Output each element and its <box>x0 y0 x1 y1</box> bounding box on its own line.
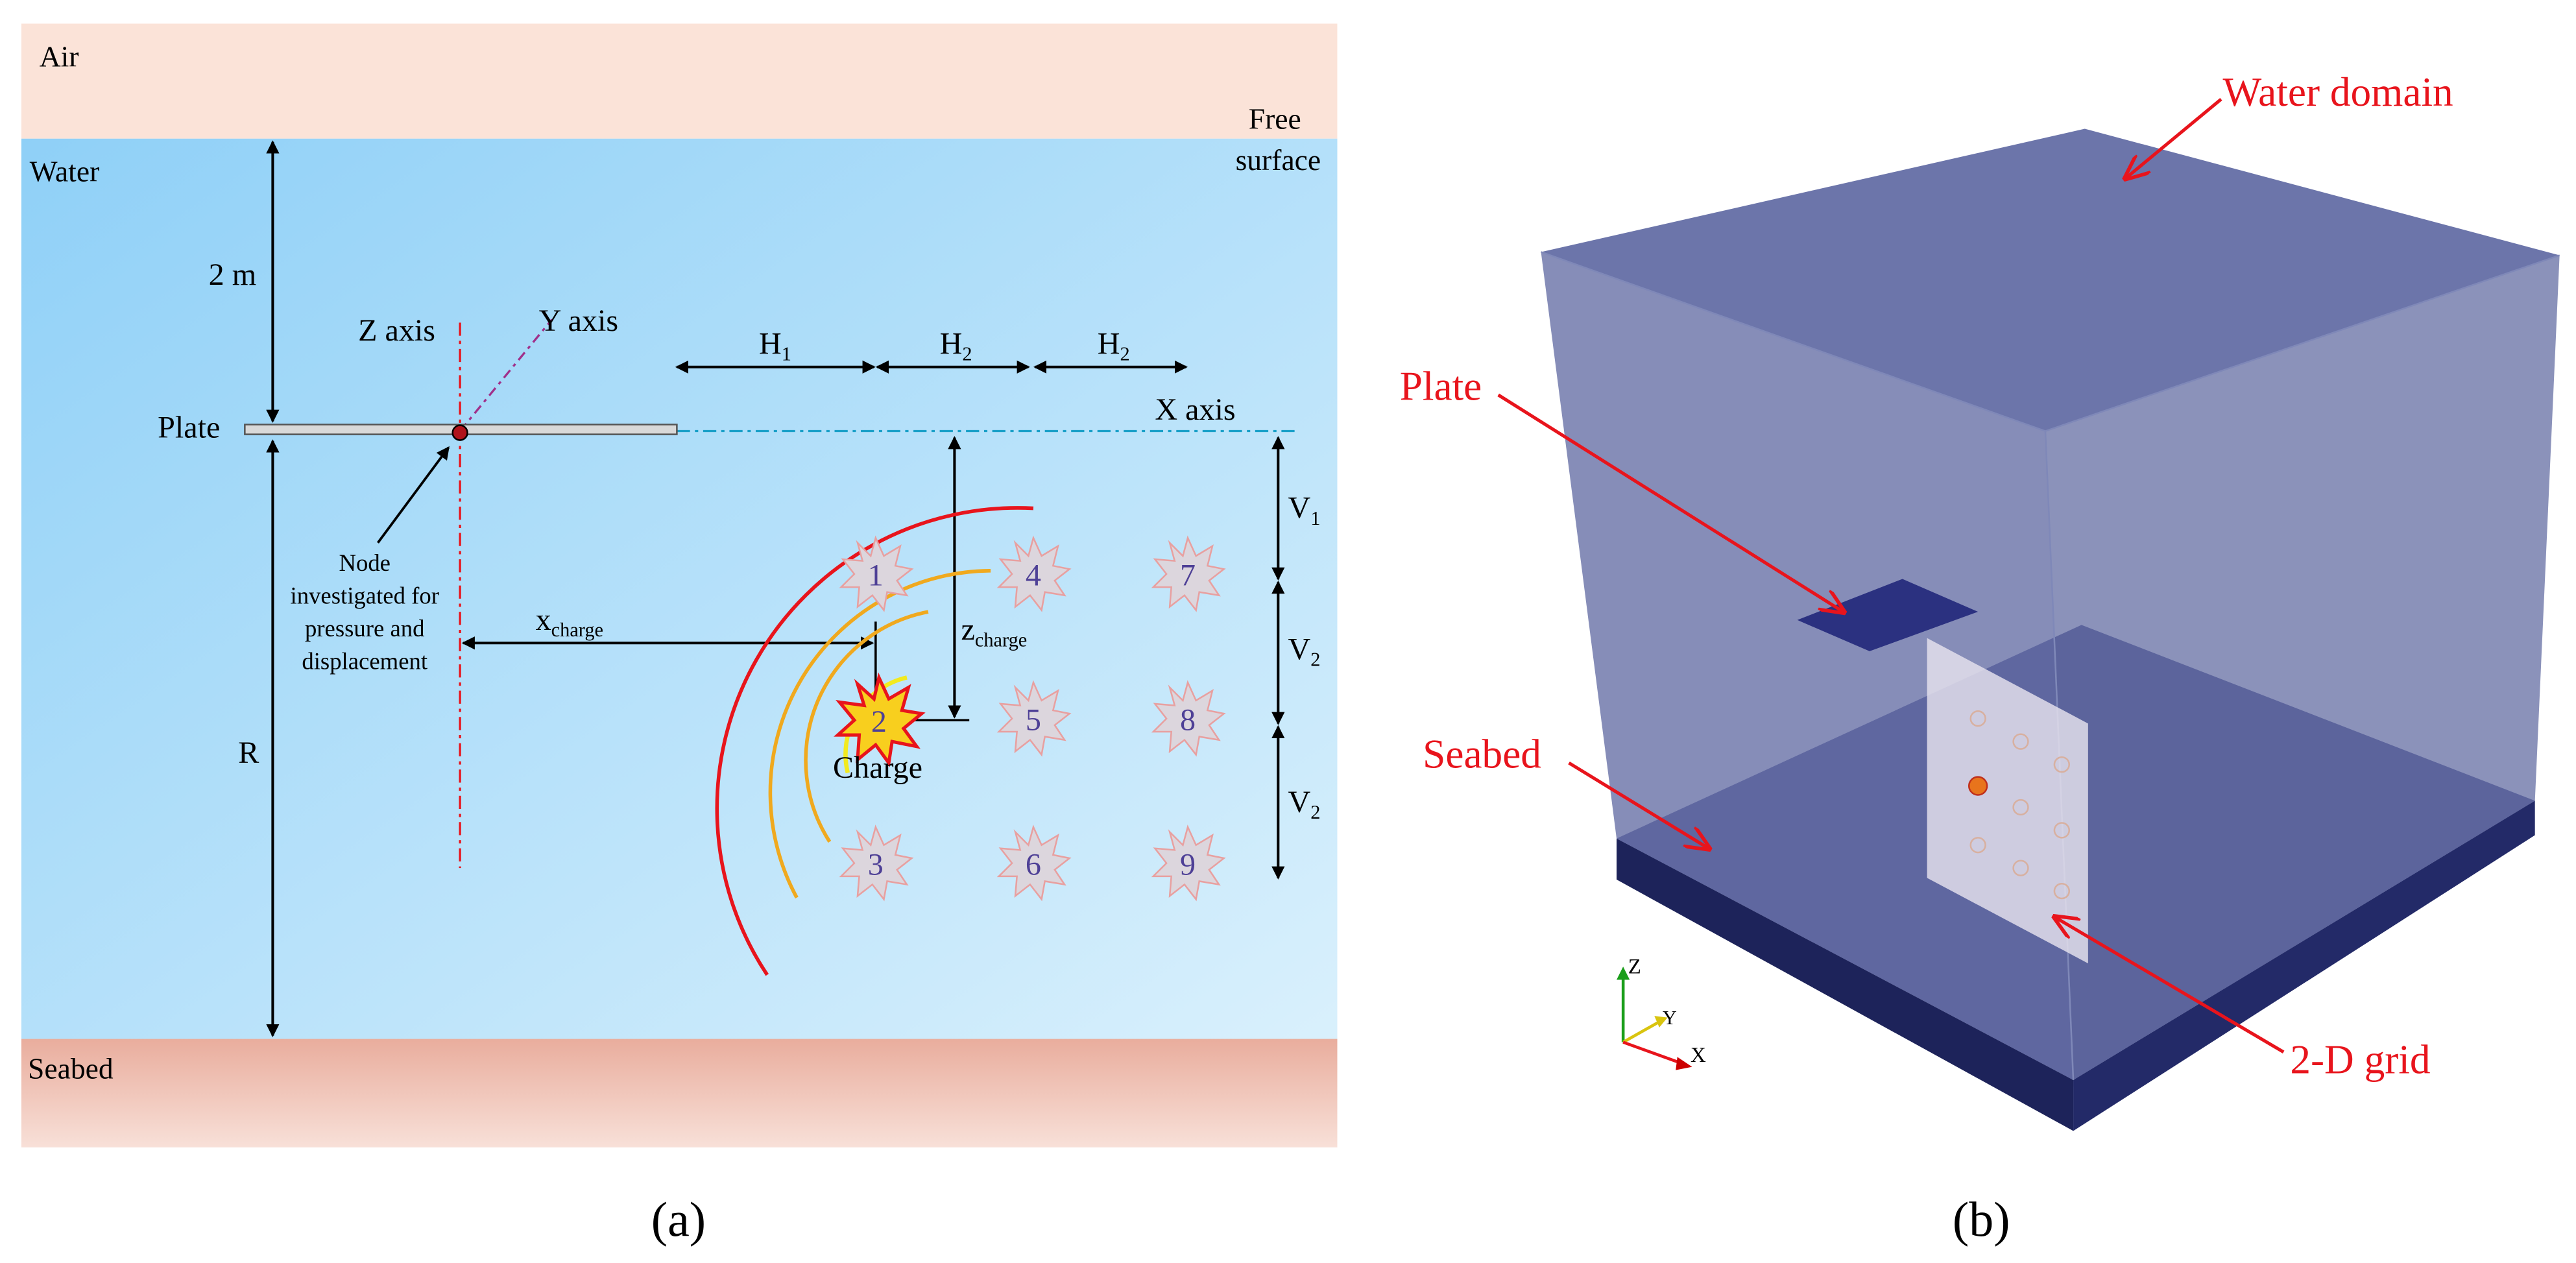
panel-b: Water domain Plate Seabed 2-D grid Z Y X… <box>1400 69 2560 1247</box>
explosion-burst <box>833 672 926 767</box>
plate-arrow <box>1497 393 1844 612</box>
h1-label: H1 <box>759 327 791 365</box>
star-burst <box>1151 535 1226 612</box>
position-number: 8 <box>1180 703 1196 737</box>
seabed-arrow <box>1568 761 1709 848</box>
charge-position-9: 9 <box>1151 824 1226 902</box>
triad-x-label: X <box>1691 1044 1706 1067</box>
position-number: 4 <box>1026 559 1041 593</box>
charge-position-4: 4 <box>996 535 1072 612</box>
charge-position-7: 7 <box>1151 535 1226 612</box>
water-region <box>21 138 1338 1039</box>
y-axis-label: Y axis <box>539 304 618 338</box>
water-domain-arrow <box>2126 98 2222 178</box>
charge-position-2: 2 <box>833 672 926 767</box>
grid-points <box>1969 710 2070 900</box>
z-charge-label: zcharge <box>961 612 1028 651</box>
triad-z-arrow-icon <box>1617 967 1630 980</box>
air-region <box>21 23 1338 139</box>
triad-y-arrow-icon <box>1654 1016 1668 1028</box>
charge-position-5: 5 <box>996 680 1072 757</box>
z-axis-label: Z axis <box>358 313 435 348</box>
r-label: R <box>238 736 259 770</box>
plate-label-b: Plate <box>1400 363 1482 409</box>
charge-position-6: 6 <box>996 824 1072 902</box>
shock-front-3 <box>768 569 991 899</box>
triad-y-axis <box>1622 1019 1662 1044</box>
node-note-4: displacement <box>302 648 427 675</box>
position-number: 3 <box>868 847 884 882</box>
plate-shape <box>1797 579 1979 651</box>
triad-x-arrow-icon <box>1676 1057 1692 1070</box>
depth-label: 2 m <box>209 258 257 292</box>
triad-x-axis <box>1622 1040 1683 1065</box>
water-domain-label: Water domain <box>2223 69 2453 115</box>
grid-point <box>2053 882 2070 900</box>
plate-label: Plate <box>158 411 220 445</box>
node-note-3: pressure and <box>305 615 425 642</box>
h2-label-2: H2 <box>1098 327 1130 365</box>
grid-arrow <box>2055 917 2285 1054</box>
axis-triad: Z Y X <box>1617 955 1706 1070</box>
seabed-region <box>21 1039 1338 1148</box>
charge-position-8: 8 <box>1151 680 1226 757</box>
position-number: 1 <box>868 559 884 593</box>
shock-front-outer <box>715 506 1034 976</box>
node-note-2: investigated for <box>291 582 439 608</box>
node-point <box>451 424 468 441</box>
air-label: Air <box>40 40 79 73</box>
water-domain-top <box>1541 128 2560 431</box>
node-note-1: Node <box>339 549 391 576</box>
grid-point <box>1969 837 1986 854</box>
grid-point <box>2012 860 2029 876</box>
charge-position-1: 1 <box>839 535 914 612</box>
grid-point <box>1969 710 1986 727</box>
grid-plane <box>1927 638 2088 964</box>
star-burst <box>996 680 1072 757</box>
v2-label-1: V2 <box>1288 632 1321 671</box>
star-burst <box>996 535 1072 612</box>
grid-point <box>2012 799 2029 816</box>
position-number: 9 <box>1180 847 1196 882</box>
shock-front-2 <box>804 610 929 843</box>
seabed-slab-front <box>1617 838 2074 1131</box>
v1-label: V1 <box>1288 491 1321 529</box>
y-axis-line <box>459 319 553 432</box>
grid-label: 2-D grid <box>2290 1037 2430 1083</box>
caption-a: (a) <box>651 1192 706 1247</box>
seabed-label-b: Seabed <box>1423 732 1541 777</box>
water-domain-side <box>2045 255 2560 1080</box>
seabed-slab-side <box>2073 800 2535 1131</box>
free-surface-label-1: Free <box>1249 102 1301 136</box>
star-burst <box>839 824 914 902</box>
star-burst <box>996 824 1072 902</box>
grid-point <box>2053 822 2070 839</box>
charge-label: Charge <box>833 751 922 785</box>
position-number: 5 <box>1026 703 1041 737</box>
star-burst <box>1151 824 1226 902</box>
seabed-label: Seabed <box>28 1052 114 1085</box>
position-number: 2 <box>871 704 887 739</box>
position-number: 7 <box>1180 559 1196 593</box>
panel-a: Air Water Free surface Seabed 2 m R Z ax… <box>21 23 1338 1247</box>
water-label: Water <box>30 155 100 188</box>
free-surface-label-2: surface <box>1236 143 1321 176</box>
charge-marker <box>1968 776 1988 796</box>
x-charge-label: xcharge <box>536 603 603 641</box>
x-axis-label: X axis <box>1155 392 1235 427</box>
caption-b: (b) <box>1953 1192 2010 1247</box>
node-pointer <box>376 446 450 544</box>
triad-y-label: Y <box>1663 1007 1677 1029</box>
v2-label-2: V2 <box>1288 785 1321 823</box>
triad-z-label: Z <box>1628 955 1641 978</box>
star-burst <box>839 535 914 612</box>
star-burst <box>1151 680 1226 757</box>
charge-position-3: 3 <box>839 824 914 902</box>
position-number: 6 <box>1026 847 1041 882</box>
h2-label-1: H2 <box>940 327 972 365</box>
grid-point <box>2012 733 2029 750</box>
grid-point <box>2053 756 2070 773</box>
